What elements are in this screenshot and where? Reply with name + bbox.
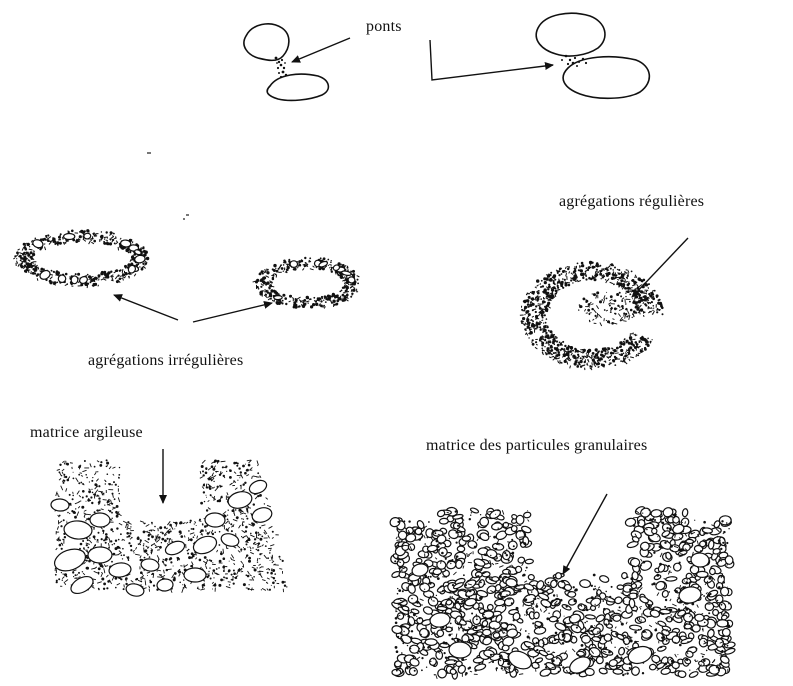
regular-aggregate bbox=[520, 261, 664, 371]
irregular-aggregate-left bbox=[13, 229, 149, 288]
label-ponts: ponts bbox=[366, 18, 402, 36]
label-agregations-regulieres: agrégations régulières bbox=[559, 193, 704, 211]
bridge-grain-pair-left bbox=[244, 24, 328, 101]
arrow-ponts-left bbox=[292, 38, 350, 62]
arrow-irregular-right bbox=[193, 303, 272, 322]
grain-upper-left bbox=[244, 24, 289, 61]
label-matrice-particules: matrice des particules granulaires bbox=[426, 437, 647, 455]
label-matrice-argileuse: matrice argileuse bbox=[30, 424, 143, 442]
arrow-granulaires bbox=[563, 494, 607, 574]
ponts-arrows bbox=[292, 38, 553, 80]
bridge-grain-pair-right bbox=[536, 13, 649, 98]
arrow-regulieres bbox=[632, 238, 688, 297]
grain-upper-right bbox=[536, 13, 605, 56]
grain-lower-left bbox=[267, 74, 328, 100]
arrow-irregular-left bbox=[114, 295, 178, 320]
clay-matrix-figure bbox=[51, 459, 288, 597]
granular-matrix-figure bbox=[389, 505, 736, 679]
grain-lower-right bbox=[563, 57, 649, 99]
label-agregations-irregulieres: agrégations irrégulières bbox=[88, 352, 243, 370]
irregular-arrows bbox=[114, 295, 272, 322]
granular-arrow bbox=[563, 494, 607, 574]
regular-arrow bbox=[632, 238, 688, 297]
arrow-ponts-right bbox=[430, 40, 553, 80]
scan-specks bbox=[147, 152, 189, 220]
irregular-aggregate-right bbox=[252, 257, 359, 309]
